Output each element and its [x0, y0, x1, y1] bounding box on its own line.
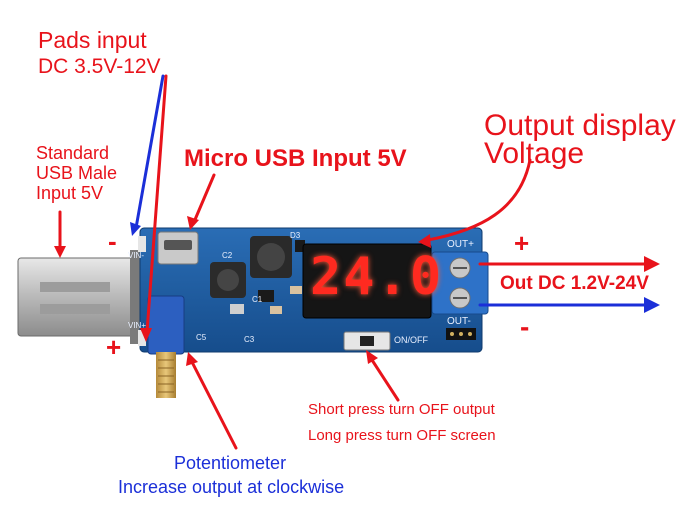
potentiometer-label: Potentiometer — [174, 453, 287, 473]
minus-left: - — [108, 226, 117, 256]
c2-label: C2 — [222, 251, 233, 260]
vin-plus-label: VIN+ — [128, 321, 147, 330]
d3-label: D3 — [290, 231, 301, 240]
output-display-line1: Output display — [484, 109, 676, 142]
standard-usb-line3: Input 5V — [36, 183, 104, 203]
pads-input-title: Pads input — [38, 27, 147, 53]
led-display: 24.0 — [310, 247, 444, 307]
c1-label: C1 — [252, 295, 263, 304]
out-plus-label: OUT+ — [447, 239, 474, 250]
plus-left: + — [106, 332, 122, 362]
micro-usb-label: Micro USB Input 5V — [184, 145, 407, 172]
clockwise-label: Increase output at clockwise — [118, 477, 345, 497]
output-display-line2: Voltage — [484, 137, 585, 170]
long-press-label: Long press turn OFF screen — [308, 427, 496, 444]
vin-minus-label: VIN- — [128, 251, 144, 260]
pcb-board — [138, 227, 489, 398]
standard-usb-line2: USB Male — [36, 163, 118, 183]
c3-label: C3 — [244, 335, 255, 344]
pads-input-range: DC 3.5V-12V — [38, 55, 161, 78]
out-dc-label: Out DC 1.2V-24V — [500, 273, 649, 294]
c5-label: C5 — [196, 333, 207, 342]
standard-usb-line1: Standard — [36, 143, 110, 163]
out-minus-label: OUT- — [447, 316, 471, 327]
annotation-arrows — [54, 74, 660, 450]
onoff-label: ON/OFF — [394, 335, 428, 345]
plus-right: + — [514, 228, 530, 258]
minus-right: - — [520, 311, 530, 342]
short-press-label: Short press turn OFF output — [308, 401, 495, 418]
